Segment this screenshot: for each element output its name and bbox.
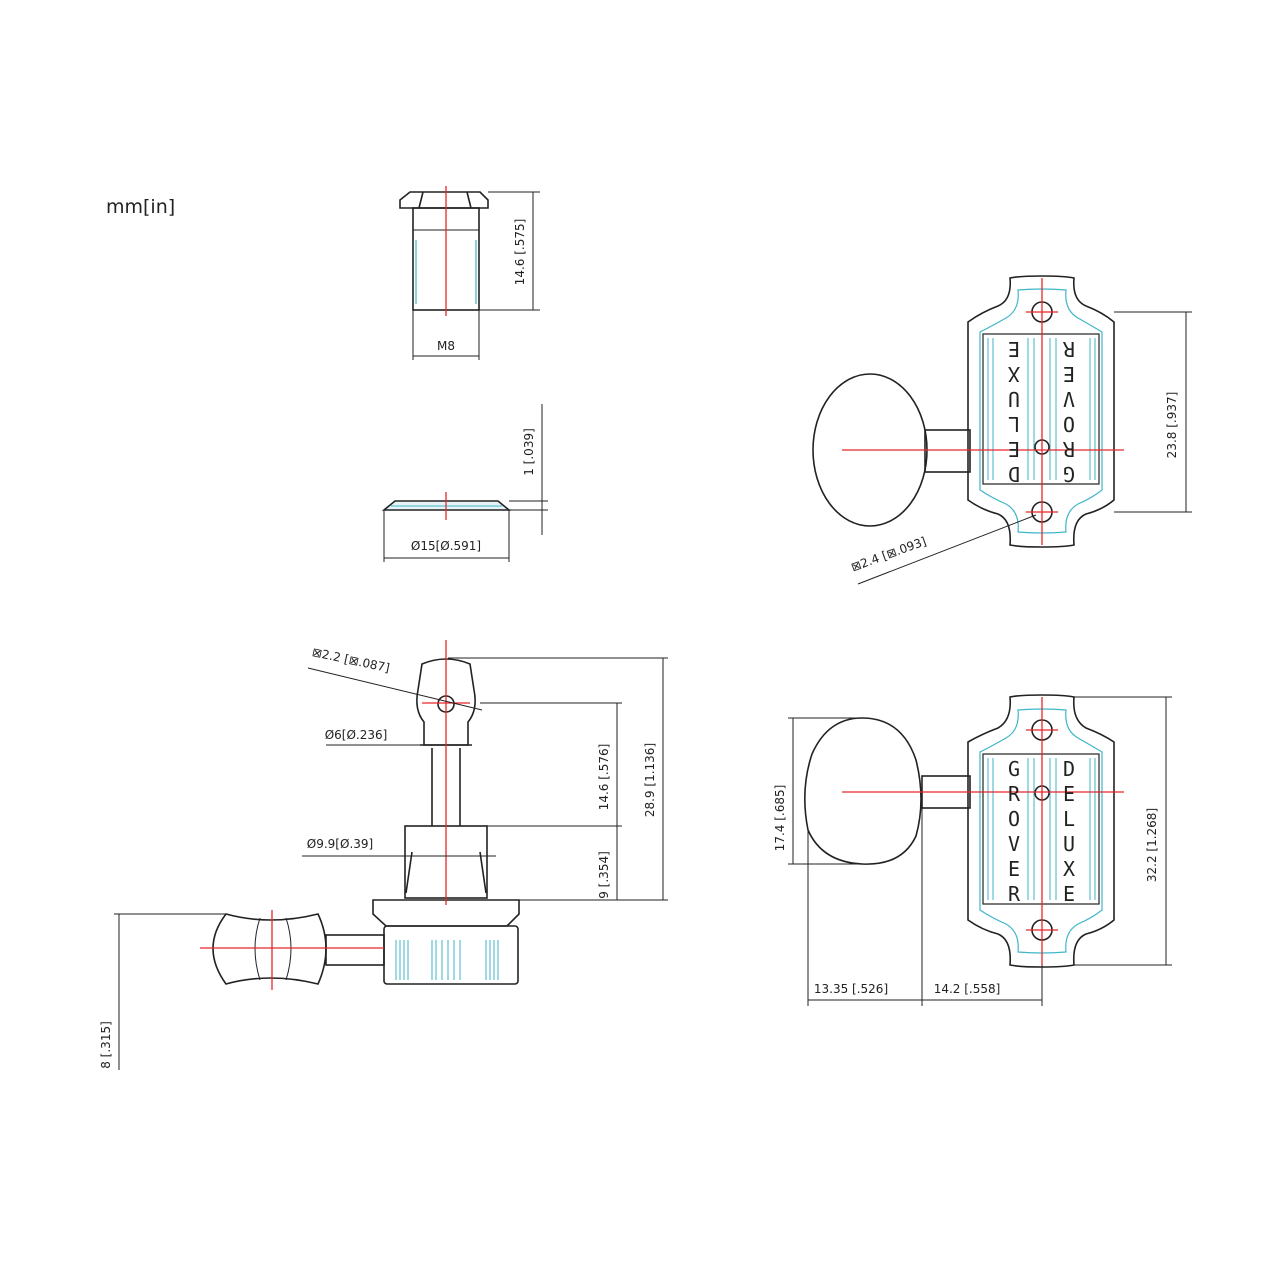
svg-text:V: V [1008,832,1020,856]
svg-text:E: E [1008,857,1020,881]
svg-text:U: U [1008,387,1020,411]
svg-text:X: X [1008,362,1020,386]
svg-text:E: E [1063,362,1075,386]
post-hole-label: ⊠2.2 [⊠.087] [311,645,391,675]
washer-dia-label: Ø15[Ø.591] [411,539,481,553]
bushing-height-label: 9 [.354] [597,851,611,899]
svg-text:L: L [1008,412,1020,436]
brand-text-top: E X U L E D R E V O R G [1008,337,1075,486]
bushing-dia-label: Ø9.9[Ø.39] [307,837,373,851]
svg-text:E: E [1063,782,1075,806]
svg-text:L: L [1063,807,1075,831]
screw-hole-label: ⊠2.4 [⊠.093] [849,534,928,574]
plate-height-label: 23.8 [.937] [1165,392,1179,459]
washer-thickness-label: 1 [.039] [522,428,536,476]
tuner-front-top [812,275,1192,585]
svg-text:R: R [1062,437,1075,461]
svg-text:D: D [1063,757,1075,781]
svg-text:D: D [1008,462,1020,486]
plate-width-label: 14.2 [.558] [934,982,1001,996]
nut-view [399,186,540,360]
total-height-label: 28.9 [1.136] [643,743,657,817]
svg-text:U: U [1063,832,1075,856]
button-width-label: 13.35 [.526] [814,982,888,996]
svg-text:R: R [1062,337,1075,361]
svg-text:R: R [1008,782,1021,806]
svg-text:G: G [1063,462,1075,486]
svg-text:E: E [1008,337,1020,361]
post-dia-label: Ø6[Ø.236] [325,728,388,742]
svg-text:O: O [1063,412,1075,436]
svg-text:E: E [1008,437,1020,461]
units-label: mm[in] [106,196,176,218]
svg-text:O: O [1008,807,1020,831]
button-height-label: 17.4 [.685] [773,785,787,852]
brand-text-bottom: G R O V E R D E L U X E [1008,757,1075,906]
svg-text:G: G [1008,757,1020,781]
nut-height-label: 14.6 [.575] [513,219,527,286]
tuner-side-view [114,640,668,1070]
post-length-label: 14.6 [.576] [597,744,611,811]
nut-thread-label: M8 [437,339,455,353]
svg-text:V: V [1063,387,1075,411]
button-offset-label: 8 [.315] [99,1021,113,1069]
plate-total-label: 32.2 [1.268] [1145,808,1159,882]
svg-text:E: E [1063,882,1075,906]
washer-view [381,404,548,562]
svg-text:X: X [1063,857,1075,881]
svg-text:R: R [1008,882,1021,906]
tuner-front-bottom [788,694,1172,1006]
